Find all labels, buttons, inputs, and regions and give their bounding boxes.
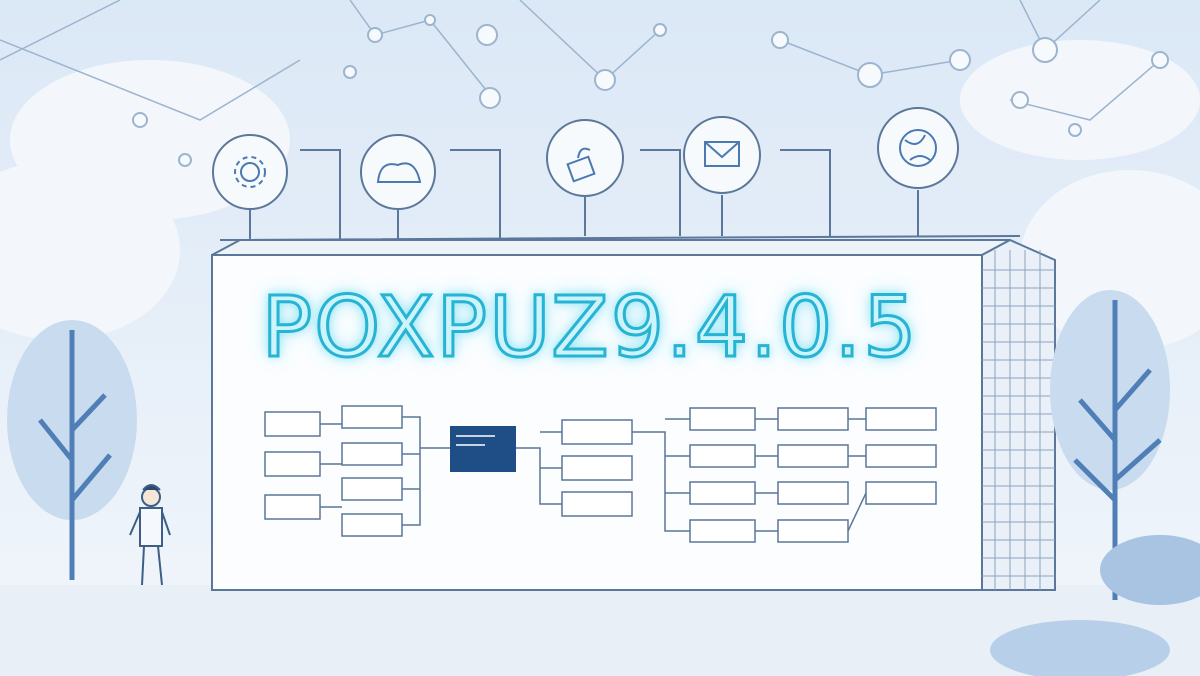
version-title: POXPUZ9.4.0.5 <box>260 277 919 378</box>
diagram-node <box>689 407 756 431</box>
highlighted-node <box>450 426 516 472</box>
tree-right <box>1050 290 1170 600</box>
diagram-node <box>777 481 849 505</box>
building-front <box>211 254 983 591</box>
diagram-node <box>264 411 321 437</box>
cloud-icon <box>360 134 436 210</box>
diagram-node <box>264 451 321 477</box>
diagram-node <box>561 491 633 517</box>
diagram-node <box>777 519 849 543</box>
diagram-node <box>561 455 633 481</box>
flow-diagram <box>264 405 937 543</box>
tree-left <box>7 320 137 580</box>
diagram-node <box>341 477 403 501</box>
person <box>129 484 171 586</box>
gear-icon <box>212 134 288 210</box>
icon-connectors <box>219 149 1021 241</box>
diagram-node <box>689 519 756 543</box>
mail-icon <box>683 116 761 194</box>
diagram-node <box>777 444 849 468</box>
diagram-node <box>777 407 849 431</box>
diagram-node <box>865 481 937 505</box>
diagram-node <box>865 407 937 431</box>
building-windows <box>982 250 1055 590</box>
diagram-node <box>689 444 756 468</box>
diagram-node <box>341 513 403 537</box>
network-nodes <box>132 14 1169 167</box>
building-side <box>981 238 1056 591</box>
globe-icon <box>877 107 959 189</box>
diagram-node <box>689 481 756 505</box>
diagram-node <box>341 405 403 429</box>
diagram-node <box>865 444 937 468</box>
diagram-node <box>341 442 403 466</box>
diagram-node <box>561 419 633 445</box>
diagram-node <box>264 494 321 520</box>
